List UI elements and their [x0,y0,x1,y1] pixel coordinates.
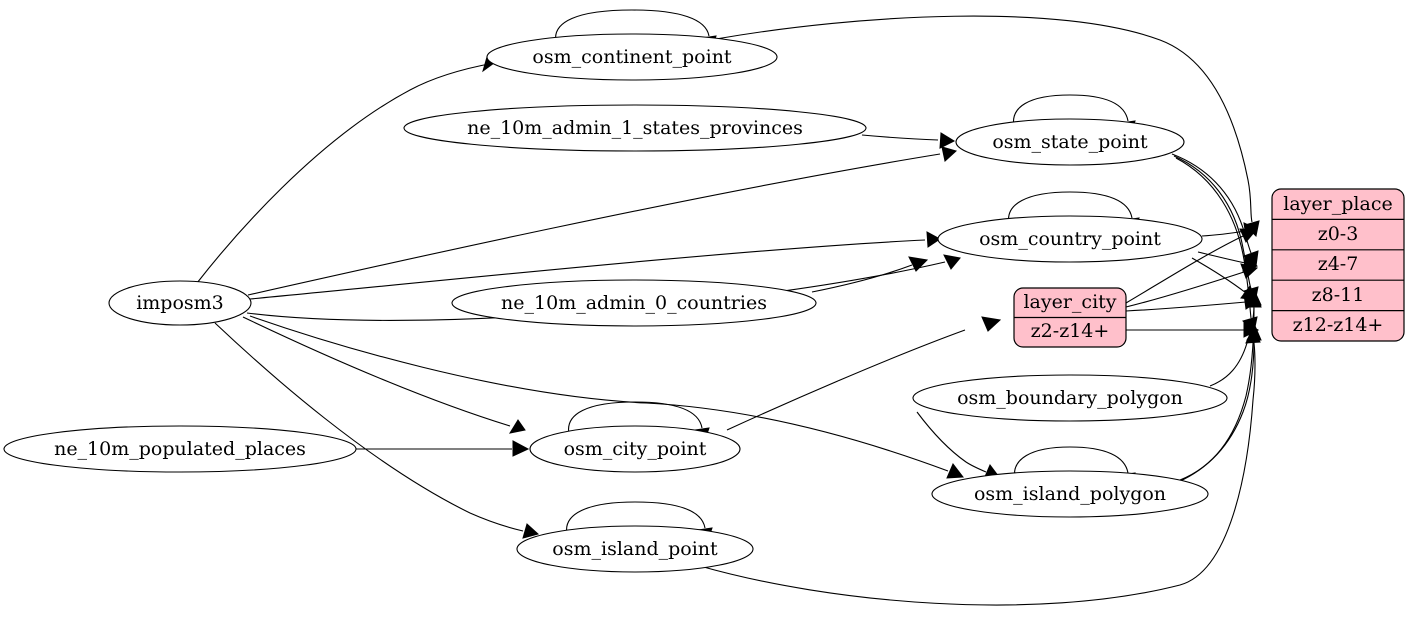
node-layer_place[interactable]: layer_place z0-3 z4-7 z8-11 z12-z14+ [1271,188,1405,342]
node-label-osm_island_point: osm_island_point [552,538,718,560]
edge-osm_boundary_polygon-to-osm_island_polygon [916,411,1000,480]
record-label-layer_city-header: layer_city [1023,291,1116,313]
record-label-layer_place-z12[interactable]: z12-z14+ [1293,314,1384,336]
edge-imposm3-to-osm_island_point [214,322,540,539]
edge-layer_city-to-layer_place-z8-11 [1125,293,1259,312]
node-label-osm_state_point: osm_state_point [992,131,1148,153]
node-label-osm_country_point: osm_country_point [979,228,1161,250]
node-label-osm_boundary_polygon: osm_boundary_polygon [957,387,1183,409]
node-osm_continent_point[interactable]: osm_continent_point [486,33,778,81]
node-osm_boundary_polygon[interactable]: osm_boundary_polygon [912,374,1228,422]
edge-ne_places-to-osm_city_point [356,440,530,457]
record-label-layer_place-z8-11[interactable]: z8-11 [1312,284,1365,306]
node-osm_island_polygon[interactable]: osm_island_polygon [931,470,1209,518]
edge-ne_countries-to-osm_country_point [811,256,929,293]
node-osm_island_point[interactable]: osm_island_point [516,525,754,573]
node-label-osm_continent_point: osm_continent_point [532,46,732,68]
edge-imposm3-to-osm_continent_point [196,56,495,284]
node-imposm3[interactable]: imposm3 [108,280,252,326]
node-label-ne_places: ne_10m_populated_places [54,438,306,460]
record-label-layer_city-z2[interactable]: z2-z14+ [1031,320,1110,342]
edge-layer_city-to-layer_place-z12-z14 [1126,321,1260,338]
record-label-layer_place-z4-7[interactable]: z4-7 [1318,253,1359,275]
node-osm_state_point[interactable]: osm_state_point [955,118,1185,166]
node-label-imposm3: imposm3 [136,292,224,314]
record-label-layer_place-z0-3[interactable]: z0-3 [1318,223,1359,245]
edge-imposm3-to-osm_city_point [242,316,526,434]
node-ne_10m_populated_places[interactable]: ne_10m_populated_places [3,425,357,473]
node-osm_country_point[interactable]: osm_country_point [937,215,1203,263]
node-ne_10m_admin_1_states_provinces[interactable]: ne_10m_admin_1_states_provinces [403,104,867,152]
edge-osm_island_point-to-layer_place-z12-z14 [699,327,1261,606]
edge-imposm3-to-osm_country_point-a [249,231,941,300]
record-label-layer_place-header: layer_place [1283,193,1392,215]
edge-layer_city-to-layer_place-z4-7 [1125,263,1259,308]
node-layer_city[interactable]: layer_city z2-z14+ [1013,287,1127,348]
edge-osm_city_point-to-layer_city [726,316,1002,431]
node-label-osm_island_polygon: osm_island_polygon [974,483,1166,505]
node-ne_10m_admin_0_countries[interactable]: ne_10m_admin_0_countries [451,279,817,327]
node-label-osm_city_point: osm_city_point [564,438,707,460]
node-osm_city_point[interactable]: osm_city_point [529,425,741,473]
node-label-ne_states: ne_10m_admin_1_states_provinces [467,117,803,139]
edge-imposm3-to-osm_state_point [247,146,958,296]
edge-ne_states-to-osm_state_point [861,132,956,149]
edge-layer_city-to-layer_place-z0-3 [1125,228,1258,304]
node-layer: imposm3 ne_10m_admin_1_states_provinces … [3,33,1405,573]
node-label-ne_countries: ne_10m_admin_0_countries [501,292,767,314]
